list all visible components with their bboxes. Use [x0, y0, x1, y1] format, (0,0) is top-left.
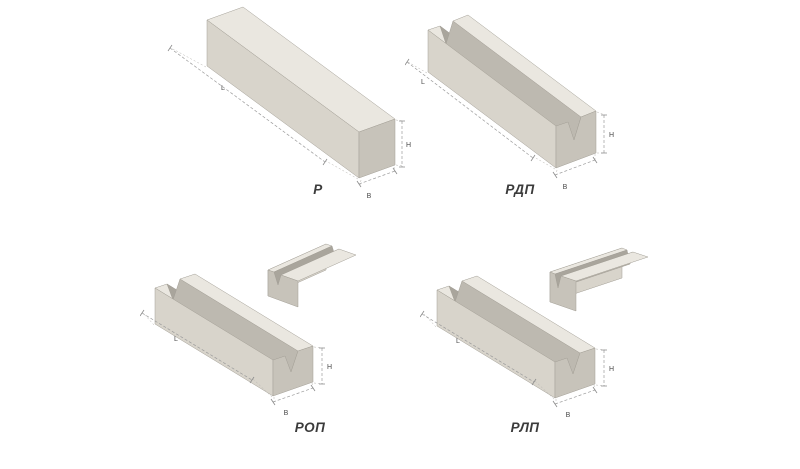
- dimension-ticks: [167, 44, 405, 188]
- beam-end-face: [554, 347, 596, 399]
- dim-height-label: H: [406, 142, 411, 149]
- dim-length-label: L: [456, 338, 460, 345]
- beam-end-face: [358, 118, 396, 179]
- beam-rlp-drawing: L H В: [420, 247, 649, 419]
- beam-rlp: [436, 275, 596, 399]
- figure-beam-r: L H В Р: [135, 0, 415, 205]
- dimension-lines: L H В: [140, 309, 332, 417]
- dimension-ticks: [405, 58, 607, 179]
- beam-rop-drawing: L H В: [140, 243, 357, 417]
- dimension-ticks: [140, 309, 325, 406]
- figure-beam-rdp: L H В РДП: [405, 0, 620, 205]
- extension-lines: [142, 312, 324, 402]
- beam-rdp: [427, 14, 597, 169]
- extension-lines: [423, 313, 606, 404]
- figure-caption-rdp: РДП: [505, 182, 535, 197]
- dim-width-label: В: [367, 193, 372, 200]
- dimension-lines: L H В: [167, 44, 411, 200]
- dimension-lines-path: [141, 312, 323, 403]
- figure-beam-rlp: L H В РЛП: [420, 240, 680, 445]
- piece-end-face: [267, 269, 299, 308]
- dimension-ticks: [420, 310, 607, 408]
- figure-caption-r: Р: [313, 182, 323, 197]
- piece-end-face: [549, 271, 577, 312]
- dimension-lines-path: [169, 47, 403, 185]
- dimension-lines-path: [421, 313, 605, 405]
- beam-rdp-drawing: L H В: [405, 14, 614, 191]
- dim-length-label: L: [174, 336, 178, 343]
- dim-length-label: L: [421, 79, 425, 86]
- dim-width-label: В: [563, 184, 568, 191]
- beam-end-face: [555, 110, 597, 169]
- dim-length-label: L: [221, 85, 225, 92]
- dimension-lines: L H В: [420, 310, 614, 419]
- beam-rop: [154, 273, 314, 397]
- dim-width-label: В: [566, 412, 571, 419]
- dim-height-label: H: [327, 364, 332, 371]
- dimension-lines-path: [406, 61, 605, 176]
- loose-piece: [549, 247, 649, 312]
- dim-height-label: H: [609, 132, 614, 139]
- beam-end-face: [272, 345, 314, 397]
- beam-r-drawing: L H В: [167, 6, 411, 200]
- dimension-lines: L H В: [405, 58, 614, 191]
- figure-caption-rlp: РЛП: [510, 420, 540, 435]
- beam-r: [206, 6, 396, 179]
- dim-height-label: H: [609, 366, 614, 373]
- figure-beam-rop: L H В РОП: [140, 240, 390, 445]
- figure-caption-rop: РОП: [294, 420, 326, 435]
- dim-width-label: В: [284, 410, 289, 417]
- loose-piece: [267, 243, 357, 308]
